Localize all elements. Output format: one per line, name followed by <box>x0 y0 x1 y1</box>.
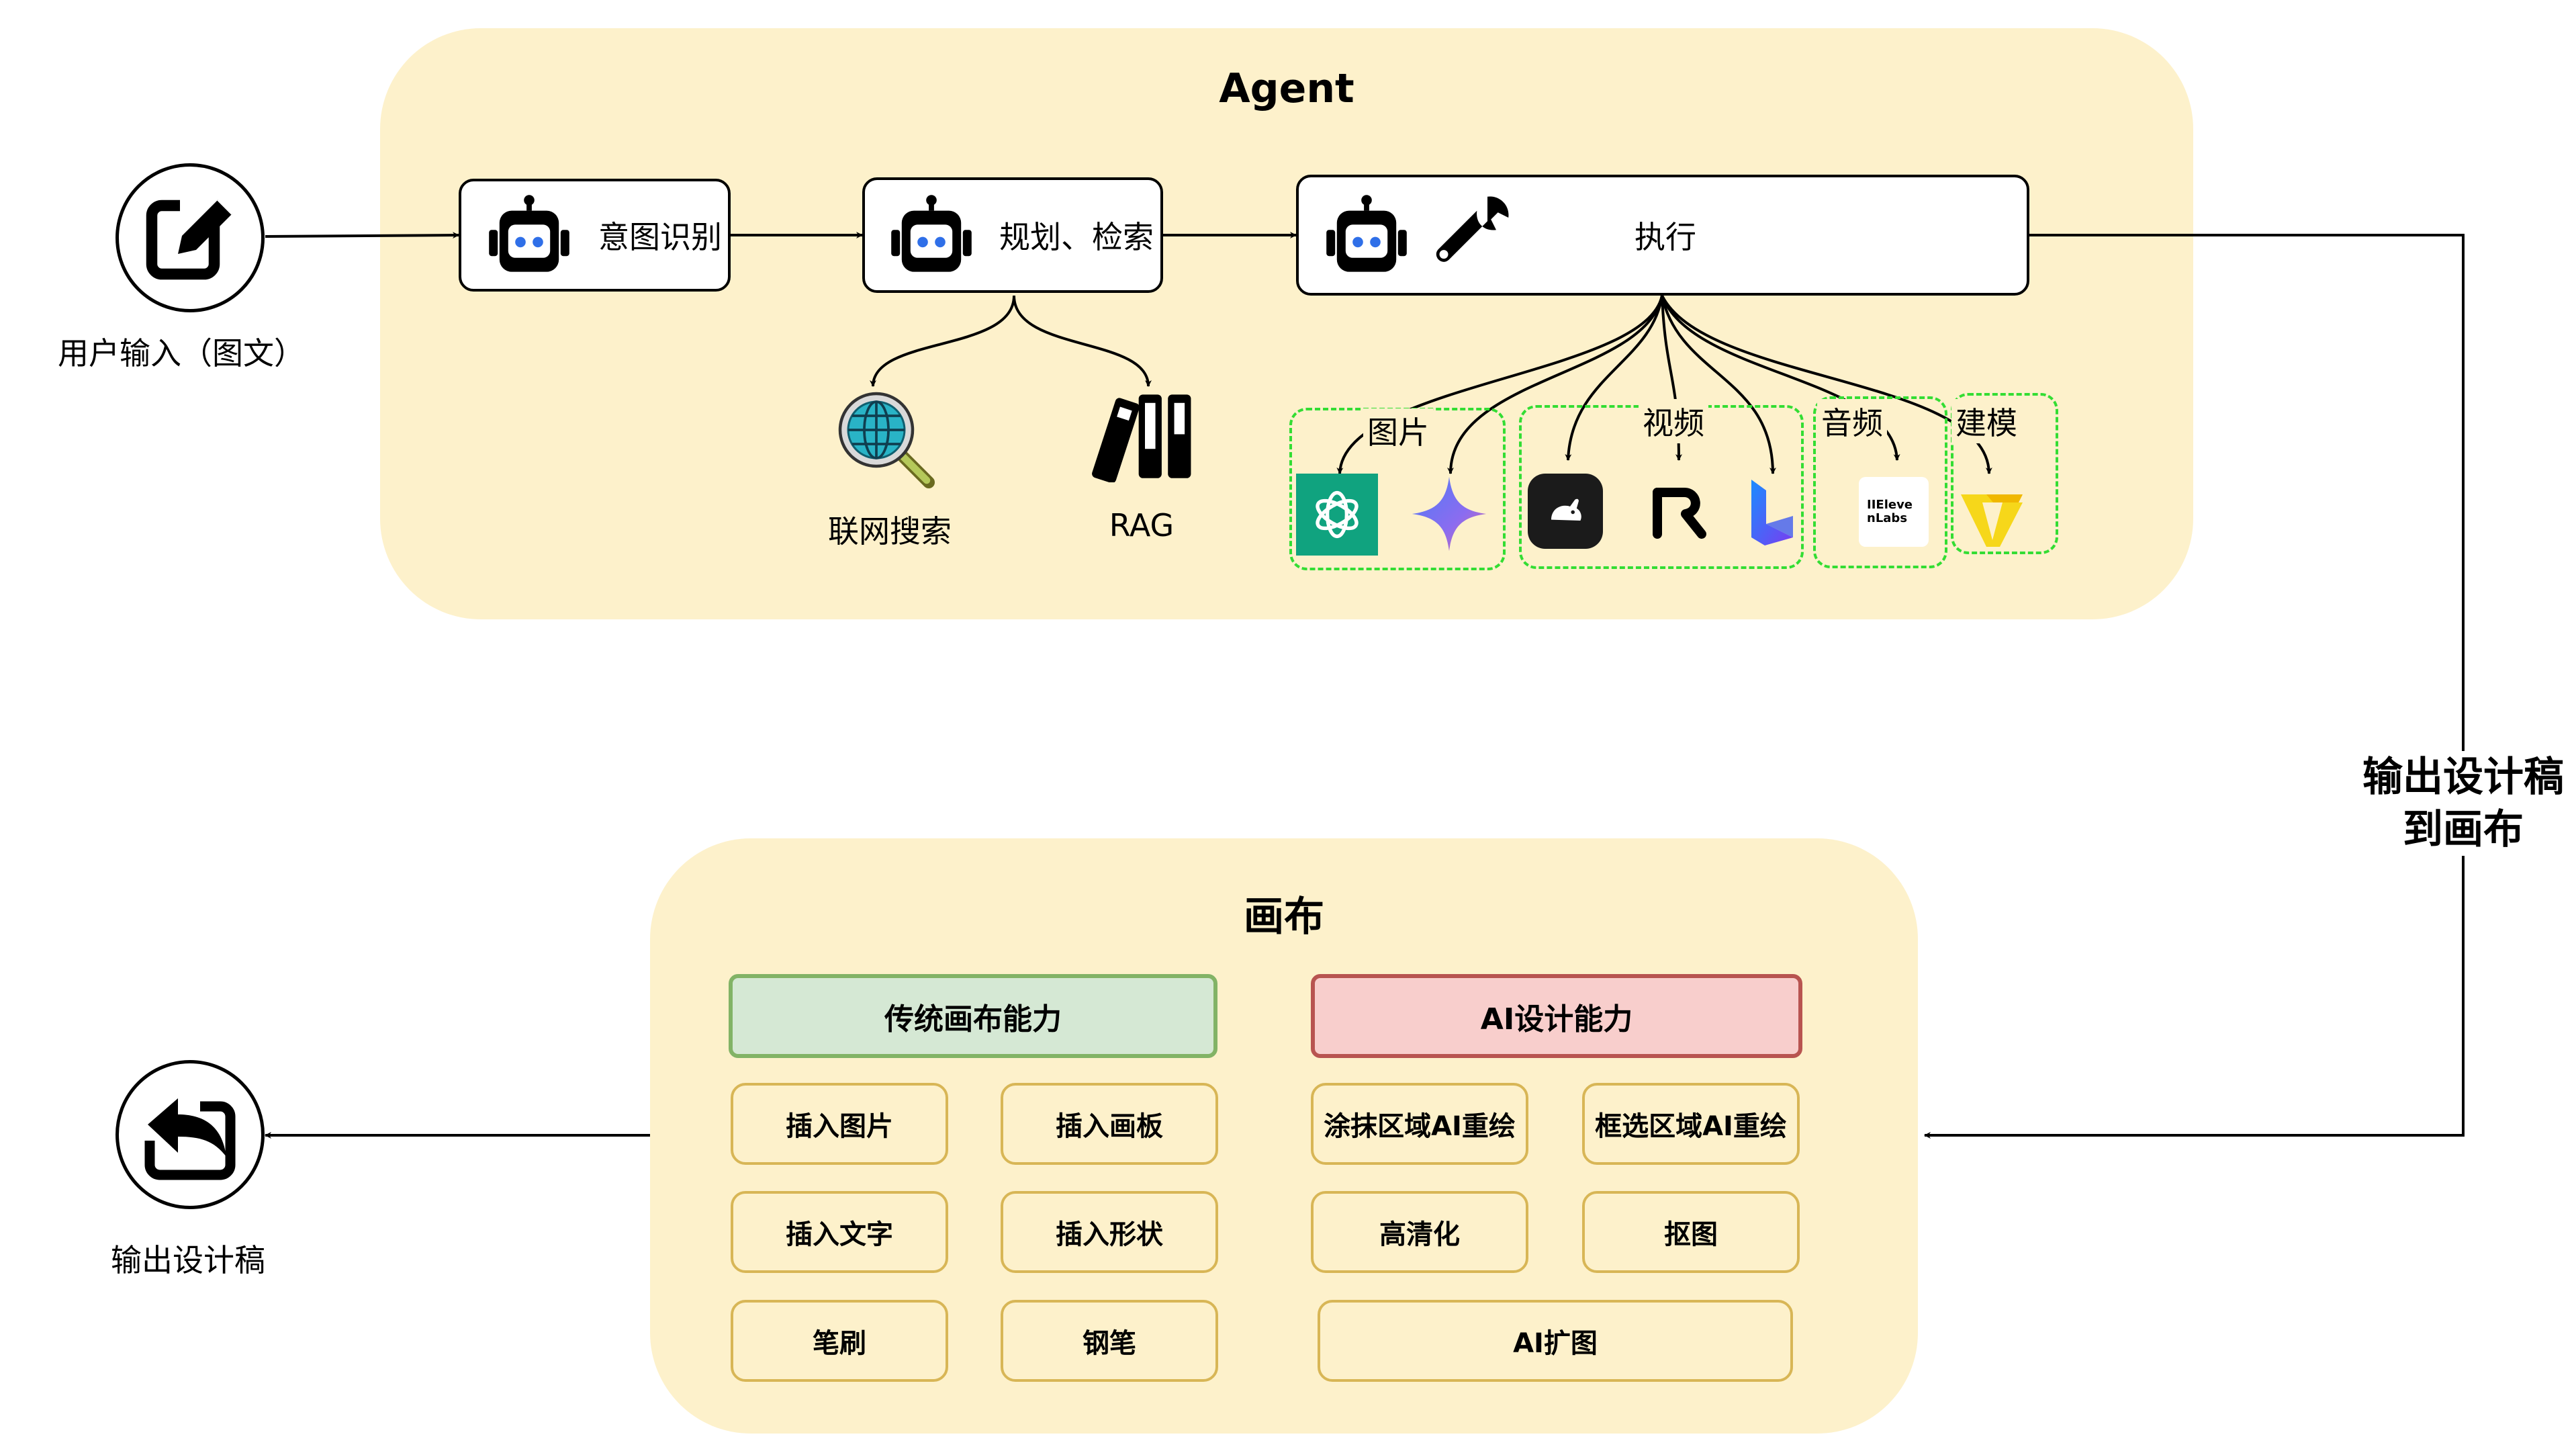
arrow-exec-to-canvas <box>1924 234 2465 1139</box>
side-label-line1: 输出设计稿 <box>2362 754 2564 801</box>
side-label-line2: 到画布 <box>2403 806 2524 853</box>
output-node[interactable] <box>116 1060 265 1209</box>
feature-insert-text[interactable]: 插入文字 <box>731 1191 948 1273</box>
edit-icon <box>146 191 240 280</box>
arrow-plan-to-rag <box>1013 295 1152 387</box>
intent-label: 意图识别 <box>598 219 722 255</box>
agent-title: Agent <box>1219 65 1354 112</box>
output-label: 输出设计稿 <box>111 1242 265 1278</box>
execute-label: 执行 <box>1635 219 1696 255</box>
side-label: 输出设计稿 到画布 <box>2327 751 2576 856</box>
ai-header: AI设计能力 <box>1311 974 1802 1058</box>
elevenlabs-logo[interactable]: IIElevenLabs <box>1859 477 1929 547</box>
video-group-label: 视频 <box>1639 399 1708 443</box>
arrow-exec-to-openai <box>1336 295 1663 474</box>
runway-logo[interactable] <box>1528 474 1603 549</box>
openai-icon <box>1316 490 1359 539</box>
elevenlabs-text: IIElevenLabs <box>1867 498 1913 525</box>
robot-icon <box>891 195 972 272</box>
user-input-node[interactable] <box>116 163 265 312</box>
rag-label: RAG <box>1109 507 1175 543</box>
execute-node[interactable]: 执行 <box>1296 175 2029 296</box>
books-icon <box>1092 394 1191 482</box>
arrow-exec-to-gemini <box>1447 295 1663 474</box>
feature-insert-shape[interactable]: 插入形状 <box>1001 1191 1218 1273</box>
share-reply-icon <box>144 1098 236 1180</box>
rabbit-icon <box>1551 498 1581 521</box>
kling-icon <box>1653 488 1706 539</box>
gemini-logo[interactable] <box>1409 474 1489 554</box>
web-search-label: 联网搜索 <box>828 513 952 549</box>
feature-cutout[interactable]: 抠图 <box>1582 1191 1800 1273</box>
arrow-plan-to-search <box>870 295 1015 387</box>
arrow-input-to-intent <box>265 232 459 239</box>
audio-group <box>1813 396 1947 568</box>
globe-search-icon <box>838 392 935 488</box>
3d-model-logo[interactable] <box>1956 485 2029 552</box>
user-input-label: 用户输入（图文） <box>58 335 305 371</box>
arrow-exec-to-video3 <box>1661 295 1776 474</box>
plan-node[interactable]: 规划、检索 <box>862 177 1163 293</box>
feature-insert-image[interactable]: 插入图片 <box>731 1083 948 1165</box>
intent-node[interactable]: 意图识别 <box>459 179 731 292</box>
feature-upscale[interactable]: 高清化 <box>1311 1191 1528 1273</box>
feature-ai-expand[interactable]: AI扩图 <box>1318 1300 1793 1382</box>
traditional-header: 传统画布能力 <box>729 974 1217 1058</box>
audio-group-label: 音频 <box>1817 399 1887 443</box>
openai-logo[interactable] <box>1296 474 1378 556</box>
wrench-icon <box>1436 196 1509 262</box>
canvas-title: 画布 <box>1244 893 1324 940</box>
agent-panel: Agent <box>380 28 2193 619</box>
plan-label: 规划、检索 <box>999 219 1154 255</box>
video-model-logo[interactable] <box>1739 476 1806 549</box>
model-group-label: 建模 <box>1951 399 2021 443</box>
feature-insert-artboard[interactable]: 插入画板 <box>1001 1083 1218 1165</box>
feature-brush[interactable]: 笔刷 <box>731 1300 948 1382</box>
feature-select-repaint[interactable]: 框选区域AI重绘 <box>1582 1083 1800 1165</box>
arrow-exec-to-video1 <box>1565 295 1663 461</box>
feature-smudge-repaint[interactable]: 涂抹区域AI重绘 <box>1311 1083 1528 1165</box>
robot-icon <box>489 195 569 272</box>
robot-icon <box>1326 195 1407 272</box>
kling-logo[interactable] <box>1642 476 1716 549</box>
feature-pen[interactable]: 钢笔 <box>1001 1300 1218 1382</box>
image-group-label: 图片 <box>1363 408 1433 453</box>
model-group <box>1951 393 2058 554</box>
